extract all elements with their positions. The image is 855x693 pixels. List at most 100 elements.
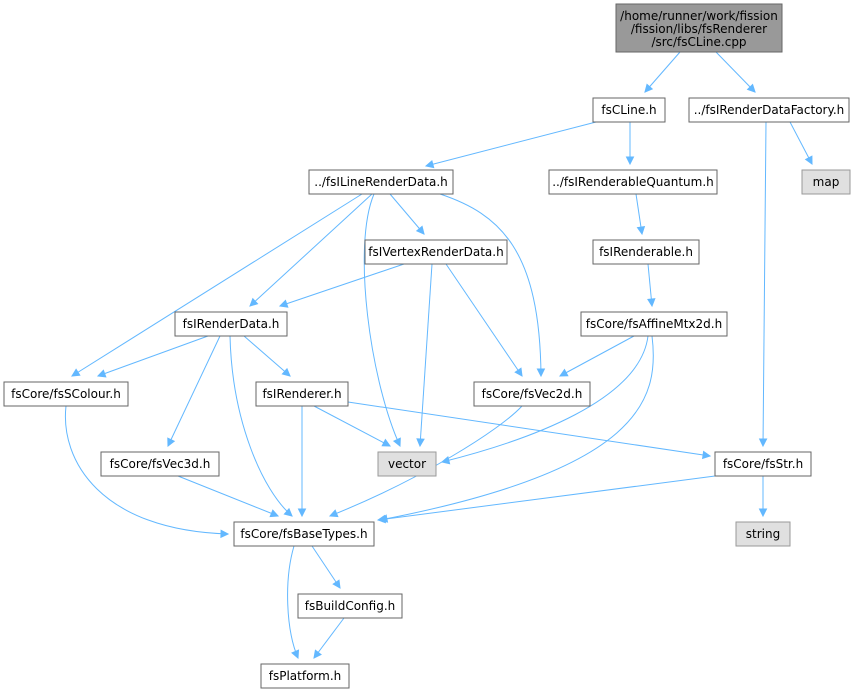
node-line-render-data[interactable]: ../fsILineRenderData.h xyxy=(308,169,454,195)
node-string[interactable]: string xyxy=(735,521,791,547)
edge-linerenderdata-to-vertexrenderdata xyxy=(389,193,425,235)
edge-basetypes-to-buildconfig xyxy=(311,545,341,589)
edge-arrowhead xyxy=(220,529,230,539)
node-label: ../fsIRenderableQuantum.h xyxy=(552,175,714,189)
edge-vec2d-to-basetypes xyxy=(329,405,523,517)
edge-renderer-to-str xyxy=(347,401,711,457)
edge-linerenderdata-to-scolour xyxy=(71,193,363,377)
node-scolour[interactable]: fsCore/fsSColour.h xyxy=(3,381,129,407)
edge-arrowhead xyxy=(278,299,289,308)
edge-root-to-factory xyxy=(715,51,756,93)
node-label: ../fsIRenderDataFactory.h xyxy=(694,103,845,117)
node-platform[interactable]: fsPlatform.h xyxy=(260,663,350,689)
edge-arrowhead xyxy=(536,368,546,378)
edge-arrowhead xyxy=(701,450,712,460)
edge-linerenderdata-to-vector xyxy=(363,193,401,447)
edge-arrowhead xyxy=(415,225,425,235)
edge-fscline-to-linerenderdata xyxy=(425,121,597,167)
node-label: fsBuildConfig.h xyxy=(305,599,396,613)
edge-arrowhead xyxy=(647,298,656,308)
node-affine-mtx2d[interactable]: fsCore/fsAffineMtx2d.h xyxy=(580,311,728,337)
edge-arrowhead xyxy=(313,649,322,659)
edge-renderer-to-vector xyxy=(313,405,391,447)
edge-linerenderdata-to-vec2d xyxy=(439,193,542,377)
edge-arrowhead xyxy=(746,83,756,93)
edge-arrowhead xyxy=(96,369,107,378)
edge-renderdata-to-scolour xyxy=(97,335,209,377)
edge-arrowhead xyxy=(514,367,523,377)
root-line-3: /src/fsCLine.cpp xyxy=(651,35,746,49)
node-label: fsIVertexRenderData.h xyxy=(368,245,503,259)
node-label: fsPlatform.h xyxy=(269,669,342,683)
edge-arrowhead xyxy=(291,649,300,660)
dependency-edges xyxy=(64,51,813,660)
node-str[interactable]: fsCore/fsStr.h xyxy=(714,451,812,477)
root-line-2: /fission/libs/fsRenderer xyxy=(631,22,767,36)
node-renderable-quantum[interactable]: ../fsIRenderableQuantum.h xyxy=(548,169,718,195)
edge-renderdata-to-basetypes xyxy=(229,335,293,517)
root-line-1: /home/runner/work/fission xyxy=(620,9,778,23)
node-renderer[interactable]: fsIRenderer.h xyxy=(255,381,349,407)
edge-arrowhead xyxy=(332,579,341,589)
node-build-config[interactable]: fsBuildConfig.h xyxy=(297,593,403,619)
node-map[interactable]: map xyxy=(801,169,851,195)
edge-vertexrenderdata-to-vec2d xyxy=(445,263,523,377)
edge-arrowhead xyxy=(328,509,339,518)
edge-affine-to-vector xyxy=(441,335,649,463)
edge-arrowhead xyxy=(625,156,635,166)
edge-arrowhead xyxy=(804,155,813,165)
edge-affine-to-basetypes xyxy=(379,335,654,521)
edge-vertexrenderdata-to-vector xyxy=(419,263,433,447)
edge-arrowhead xyxy=(269,509,280,518)
node-label: vector xyxy=(388,457,426,471)
node-vec2d[interactable]: fsCore/fsVec2d.h xyxy=(473,381,591,407)
edge-factory-to-map xyxy=(789,121,813,165)
node-vec3d[interactable]: fsCore/fsVec3d.h xyxy=(100,451,220,477)
edge-arrowhead xyxy=(283,507,293,517)
edge-arrowhead xyxy=(381,438,391,447)
edge-arrowhead xyxy=(249,297,259,307)
node-label: map xyxy=(813,175,840,189)
edge-buildconfig-to-platform xyxy=(313,617,345,659)
edge-linerenderdata-to-renderdata xyxy=(249,193,373,307)
edge-arrowhead xyxy=(758,508,768,518)
node-label: fsCore/fsStr.h xyxy=(723,457,803,471)
edge-basetypes-to-platform xyxy=(287,545,299,659)
root-node: /home/runner/work/fission /fission/libs/… xyxy=(615,3,783,53)
node-fscline[interactable]: fsCLine.h xyxy=(592,97,666,123)
node-label: fsCore/fsSColour.h xyxy=(11,387,121,401)
node-label: string xyxy=(746,527,780,541)
node-label: fsIRenderer.h xyxy=(262,387,341,401)
node-vector[interactable]: vector xyxy=(377,451,437,477)
node-label: fsCore/fsVec2d.h xyxy=(482,387,583,401)
edge-arrowhead xyxy=(559,368,569,377)
edge-arrowhead xyxy=(167,437,176,447)
edge-renderdata-to-vec3d xyxy=(167,335,221,447)
edge-arrowhead xyxy=(71,368,81,377)
edge-arrowhead xyxy=(376,514,386,524)
edge-arrowhead xyxy=(297,508,307,518)
edge-arrowhead xyxy=(644,83,654,93)
node-label: fsCore/fsAffineMtx2d.h xyxy=(586,317,722,331)
node-label: fsIRenderData.h xyxy=(183,317,280,331)
edge-str-to-basetypes xyxy=(377,475,716,521)
node-renderable[interactable]: fsIRenderable.h xyxy=(592,239,700,265)
edge-affine-to-vec2d xyxy=(559,335,635,377)
edge-root-to-fscline xyxy=(644,51,681,93)
edge-arrowhead xyxy=(424,160,435,169)
edge-arrowhead xyxy=(416,438,425,448)
edge-arrowhead xyxy=(636,225,646,236)
edge-arrowhead xyxy=(281,367,291,377)
node-label: fsCore/fsVec3d.h xyxy=(110,457,211,471)
node-label: fsCLine.h xyxy=(601,103,656,117)
node-base-types[interactable]: fsCore/fsBaseTypes.h xyxy=(233,521,375,547)
node-render-data-factory[interactable]: ../fsIRenderDataFactory.h xyxy=(688,97,850,123)
node-vertex-render-data[interactable]: fsIVertexRenderData.h xyxy=(364,239,508,265)
edge-vec3d-to-basetypes xyxy=(177,475,279,517)
edge-scolour-to-basetypes xyxy=(64,405,229,535)
node-label: fsIRenderable.h xyxy=(599,245,693,259)
edge-arrowhead xyxy=(392,437,401,448)
node-render-data[interactable]: fsIRenderData.h xyxy=(174,311,288,337)
node-label: fsCore/fsBaseTypes.h xyxy=(240,527,367,541)
